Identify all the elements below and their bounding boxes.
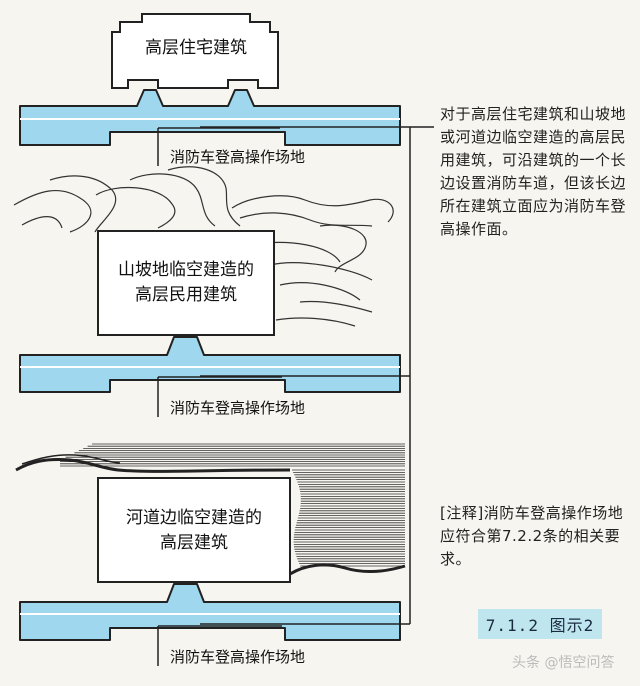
- river-hatching: [60, 443, 405, 567]
- riverside-road: [19, 583, 401, 641]
- hillside-building-label-line1: 山坡地临空建造的: [118, 260, 254, 280]
- riverside-area-label: 消防车登高操作场地: [170, 648, 305, 666]
- hillside-building-label-line2: 高层民用建筑: [135, 285, 237, 305]
- panel-residential: 高层住宅建筑 消防车登高操作场地: [19, 13, 401, 166]
- watermark: 头条 @悟空问答: [512, 655, 615, 671]
- hillside-building-outline: [97, 230, 275, 336]
- panel-riverside: 河道边临空建造的 高层建筑 消防车登高操作场地: [15, 443, 406, 666]
- residential-area-label: 消防车登高操作场地: [170, 148, 305, 166]
- contour-lines: [13, 166, 394, 327]
- residential-building-label: 高层住宅建筑: [145, 38, 247, 58]
- remark-note: [注释]消防车登高操作场地应符合第7.2.2条的相关要求。: [440, 504, 624, 568]
- river-bank-left-inner: [21, 454, 121, 465]
- riverside-building-label-line1: 河道边临空建造的: [126, 508, 262, 528]
- explanation-note: 对于高层住宅建筑和山坡地或河道边临空建造的高层民用建筑，可沿建筑的一个长边设置消…: [440, 105, 627, 238]
- hillside-road: [19, 336, 401, 393]
- hillside-area-label: 消防车登高操作场地: [170, 399, 305, 417]
- figure-label: 7.1.2 图示2: [478, 609, 602, 639]
- riverside-building-outline: [97, 477, 291, 583]
- residential-building-outline: [111, 13, 279, 89]
- riverside-building-label-line2: 高层建筑: [160, 533, 228, 553]
- residential-road: [19, 89, 401, 146]
- river-bank-left: [15, 458, 291, 473]
- panel-hillside: 山坡地临空建造的 高层民用建筑 消防车登高操作场地: [13, 166, 401, 417]
- connector-lines: [200, 126, 434, 625]
- river-bank-right: [289, 563, 406, 576]
